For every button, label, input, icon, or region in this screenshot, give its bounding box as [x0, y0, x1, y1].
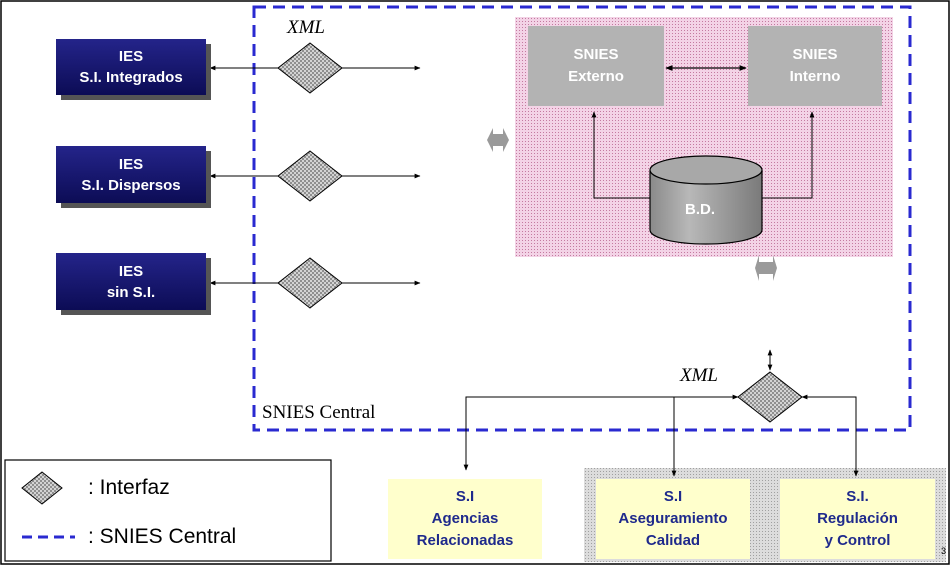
- ies-box-dispersos: IES S.I. Dispersos: [56, 146, 206, 203]
- ies-box-line2: S.I. Integrados: [79, 69, 183, 86]
- interface-diamond-2: [277, 150, 343, 202]
- ies-box-line1: IES: [118, 262, 144, 280]
- system-box-aseguramiento: S.I Aseguramiento Calidad: [596, 479, 750, 559]
- connector-db-interno: [762, 111, 815, 199]
- ies-box-line1: IES: [118, 48, 144, 65]
- system-line1: S.I.: [846, 488, 869, 505]
- gray-double-arrow-vertical: [755, 255, 777, 281]
- connector-db-externo: [591, 111, 650, 199]
- system-line3: Relacionadas: [416, 532, 514, 549]
- snies-interno-box: SNIES Interno: [748, 26, 882, 106]
- ies-box-line2: sin S.I.: [106, 283, 156, 301]
- legend-box: [4, 459, 332, 562]
- ies-box-line1: IES: [118, 155, 144, 173]
- interface-diamond-3: [277, 257, 343, 309]
- system-line1: S.I: [455, 488, 475, 505]
- system-line2: Aseguramiento: [618, 510, 728, 527]
- system-line3: Calidad: [645, 532, 701, 549]
- system-line2: Regulación: [817, 510, 898, 527]
- legend-diamond-icon: [21, 471, 63, 505]
- database-cylinder: [649, 155, 763, 245]
- system-line1: S.I: [663, 488, 683, 505]
- system-line2: Agencias: [431, 510, 499, 527]
- ies-box-sin-si: IES sin S.I.: [56, 253, 206, 310]
- interface-diamond-1: [277, 42, 343, 94]
- legend-central-label: : SNIES Central: [88, 525, 237, 548]
- snies-externo-box: SNIES Externo: [528, 26, 664, 106]
- snies-central-label: SNIES Central: [262, 402, 376, 423]
- snies-interno-line2: Interno: [789, 68, 841, 85]
- snies-externo-line2: Externo: [568, 68, 624, 85]
- system-box-agencias: S.I Agencias Relacionadas: [388, 479, 542, 559]
- snies-externo-line1: SNIES: [573, 46, 619, 63]
- database-label: B.D.: [685, 201, 715, 218]
- connector-agencias: [463, 394, 739, 471]
- snies-interno-line1: SNIES: [792, 46, 838, 63]
- ies-box-integrados: IES S.I. Integrados: [56, 39, 206, 95]
- ies-box-line2: S.I. Dispersos: [81, 176, 181, 194]
- xml-label-bottom: XML: [680, 365, 718, 386]
- system-box-regulacion: S.I. Regulación y Control: [780, 479, 935, 559]
- connector-regulacion: [801, 394, 859, 477]
- system-line3: y Control: [824, 532, 891, 549]
- legend-interface-label: : Interfaz: [88, 476, 170, 499]
- interface-diamond-bottom: [737, 371, 803, 423]
- gray-double-arrow-horizontal: [487, 128, 509, 152]
- page-number: 3: [941, 546, 947, 556]
- xml-label-top: XML: [287, 17, 325, 38]
